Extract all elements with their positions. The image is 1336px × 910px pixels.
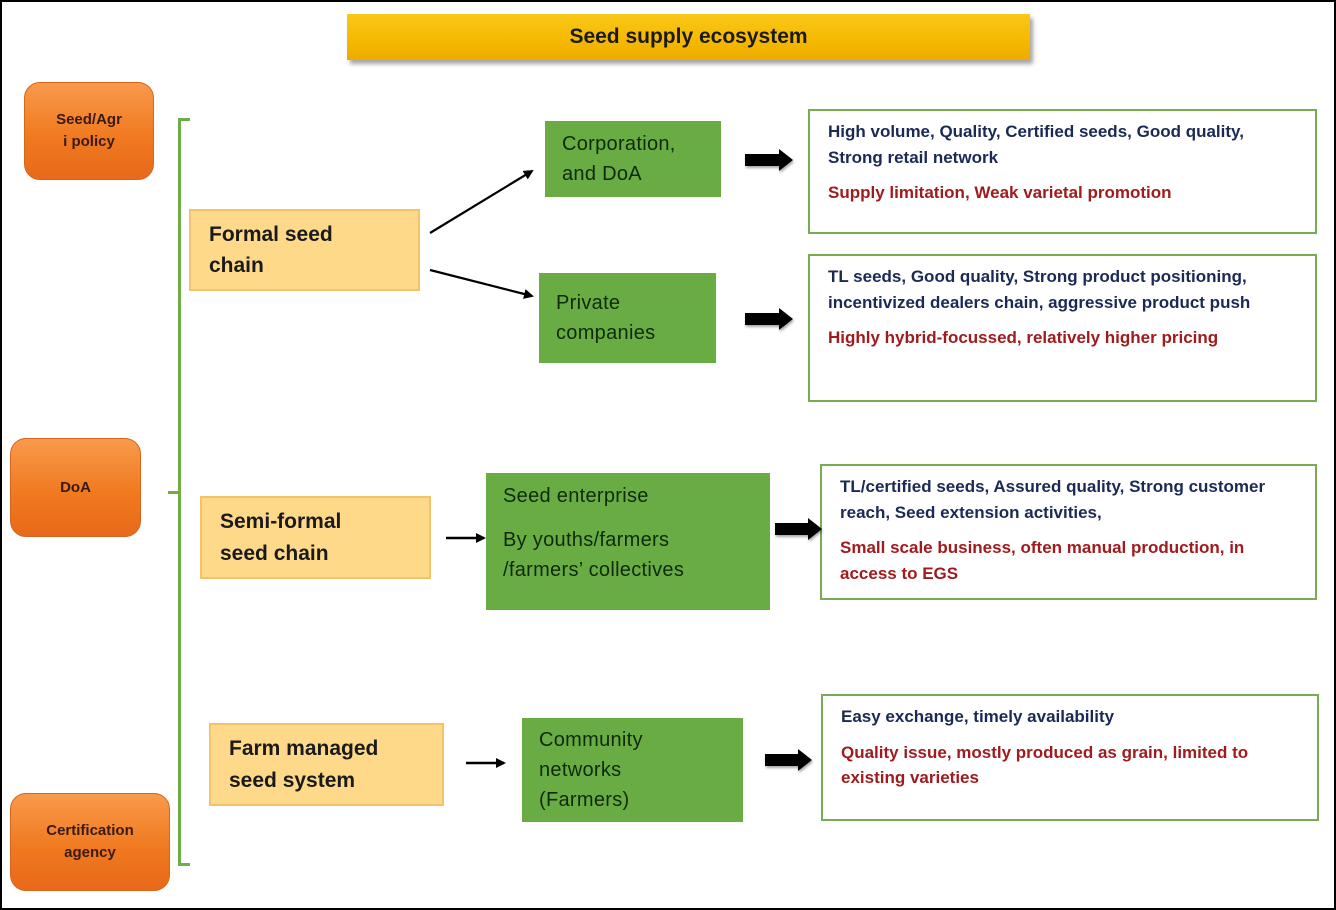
chain-semi-formal: Semi-formal seed chain	[200, 496, 431, 579]
strengths-text: TL seeds, Good quality, Strong product p…	[828, 267, 1251, 312]
description-community-networks: Easy exchange, timely availability Quali…	[821, 694, 1319, 821]
description-seed-enterprise: TL/certified seeds, Assured quality, Str…	[820, 464, 1317, 600]
weaknesses-text: Quality issue, mostly produced as grain,…	[841, 742, 1249, 788]
weaknesses-text: Small scale business, often manual produ…	[840, 538, 1245, 583]
weaknesses-text: Highly hybrid-focussed, relatively highe…	[828, 328, 1219, 347]
channel-sublabel: By youths/farmers /farmers’ collectives	[503, 529, 685, 581]
arrow-formal-to-private	[429, 268, 534, 299]
diagram-title: Seed supply ecosystem	[347, 14, 1030, 60]
chain-farm-managed: Farm managed seed system	[209, 723, 444, 806]
block-arrow-corporation	[745, 149, 793, 171]
channel-seed-enterprise: Seed enterprise By youths/farmers /farme…	[486, 473, 770, 610]
arrow-formal-to-corporation	[429, 169, 534, 234]
channel-label: Corporation, and DoA	[562, 133, 676, 185]
actor-seed-agri-policy: Seed/Agr i policy	[24, 82, 154, 180]
block-arrow-enterprise	[775, 518, 822, 540]
description-corporation-doa: High volume, Quality, Certified seeds, G…	[808, 109, 1317, 234]
strengths-text: TL/certified seeds, Assured quality, Str…	[840, 477, 1266, 522]
actor-certification-agency: Certification agency	[10, 793, 170, 891]
channel-corporation-doa: Corporation, and DoA	[545, 121, 721, 197]
weaknesses-text: Supply limitation, Weak varietal promoti…	[828, 183, 1172, 202]
channel-label: Community networks (Farmers)	[539, 729, 643, 811]
channel-private-companies: Private companies	[539, 273, 716, 363]
block-arrow-private	[745, 308, 793, 330]
description-private-companies: TL seeds, Good quality, Strong product p…	[808, 254, 1317, 402]
channel-label: Seed enterprise	[503, 485, 649, 507]
channel-label: Private companies	[556, 292, 656, 344]
strengths-text: Easy exchange, timely availability	[841, 707, 1115, 726]
strengths-text: High volume, Quality, Certified seeds, G…	[828, 122, 1244, 167]
block-arrow-community	[765, 749, 812, 771]
chain-formal: Formal seed chain	[189, 209, 420, 291]
actor-doa: DoA	[10, 438, 141, 537]
channel-community-networks: Community networks (Farmers)	[522, 718, 743, 822]
bracket-tick	[168, 491, 180, 494]
